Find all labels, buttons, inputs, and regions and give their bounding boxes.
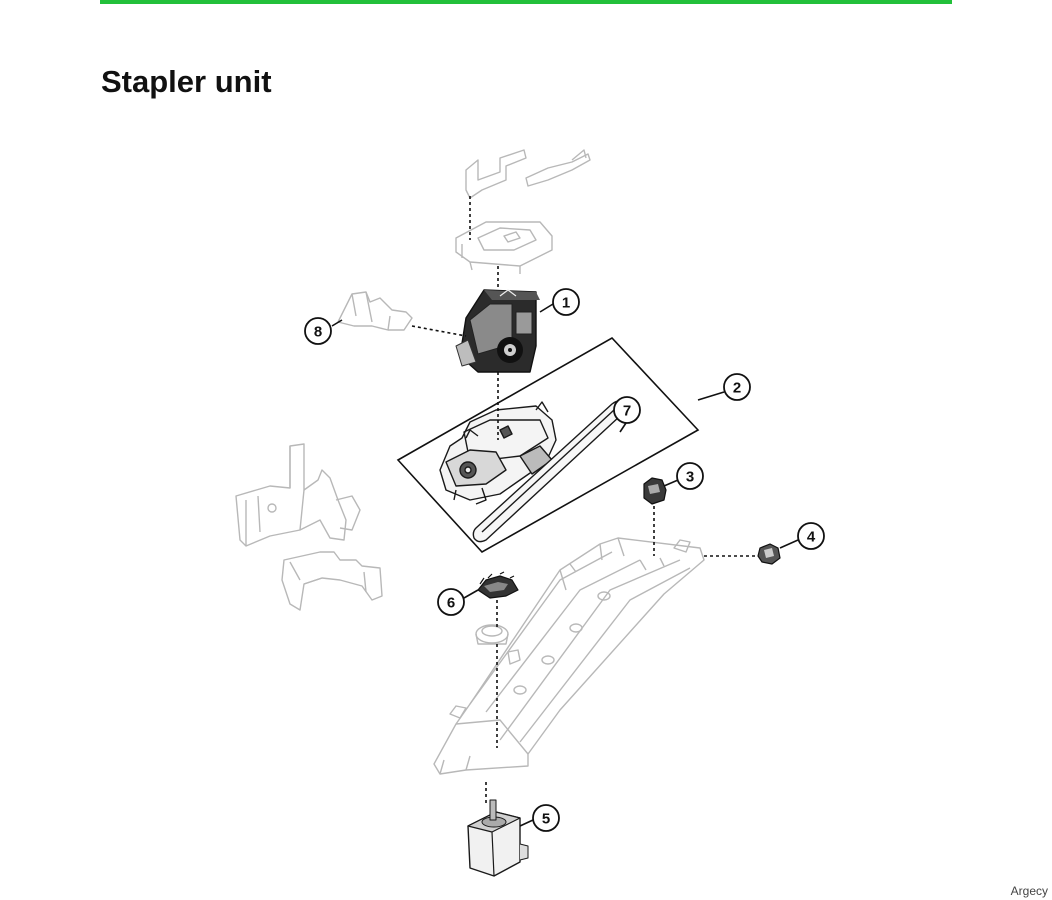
sensor-part-4 xyxy=(757,543,781,565)
callout-7: 7 xyxy=(613,396,641,424)
gear-wheel-part xyxy=(475,624,509,645)
callout-8: 8 xyxy=(304,317,332,345)
highlighted-parts xyxy=(439,289,781,877)
callout-4-label: 4 xyxy=(807,529,816,546)
callout-2: 2 xyxy=(723,373,751,401)
alignment-lines xyxy=(411,196,758,806)
gear-part-6 xyxy=(477,571,519,599)
top-accent-rule xyxy=(100,0,952,4)
callouts xyxy=(331,303,799,827)
motor-part-5 xyxy=(467,799,529,877)
callout-4: 4 xyxy=(797,522,825,550)
callout-1-label: 1 xyxy=(562,295,570,312)
carriage-part-2 xyxy=(439,401,557,505)
stapler-head-part-1 xyxy=(455,289,540,373)
callout-2-label: 2 xyxy=(733,380,741,397)
top-bracket-part xyxy=(465,149,591,199)
callout-6-label: 6 xyxy=(447,595,455,612)
lower-left-bracket-part xyxy=(281,551,383,611)
page-title: Stapler unit xyxy=(101,64,272,99)
callout-3-label: 3 xyxy=(686,469,694,486)
callout-7-label: 7 xyxy=(623,403,631,420)
bracket-part-8 xyxy=(337,291,413,331)
callout-8-label: 8 xyxy=(314,324,322,341)
callout-6: 6 xyxy=(437,588,465,616)
callout-5: 5 xyxy=(532,804,560,832)
rail-part xyxy=(433,537,705,775)
callout-1: 1 xyxy=(552,288,580,316)
callout-3: 3 xyxy=(676,462,704,490)
top-plate-part xyxy=(455,221,553,274)
context-parts xyxy=(235,149,705,775)
watermark: Argecy xyxy=(1010,884,1048,898)
part-2-enclosure xyxy=(396,336,700,554)
callout-5-label: 5 xyxy=(542,811,550,828)
sensor-part-3 xyxy=(643,477,667,505)
left-frame-part xyxy=(235,443,361,547)
